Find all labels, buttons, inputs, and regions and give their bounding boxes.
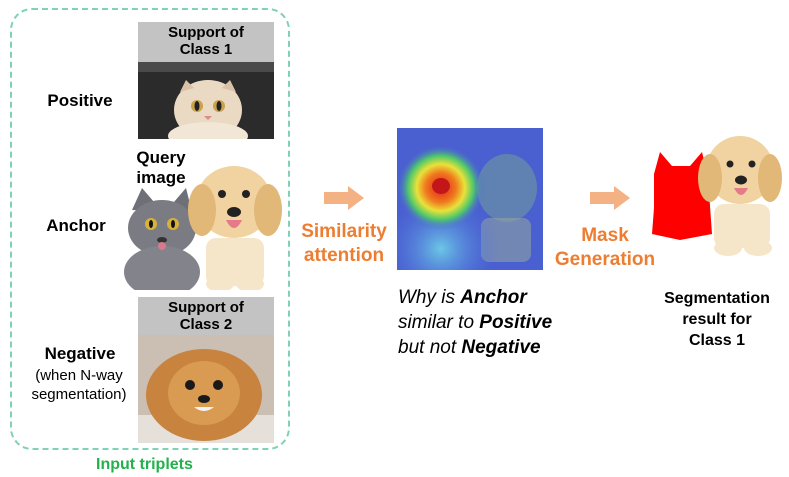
right-arrow-icon <box>590 186 630 210</box>
pomeranian-photo-icon <box>138 335 274 443</box>
positive-label: Positive <box>47 91 113 110</box>
query-image-label: Query image <box>136 148 186 187</box>
negative-label: Negative <box>44 344 116 363</box>
input-triplets-caption: Input triplets <box>96 456 193 473</box>
anchor-label: Anchor <box>46 216 106 235</box>
attention-heatmap-icon <box>397 128 543 270</box>
right-arrow-icon <box>324 186 364 210</box>
input-triplets-box <box>10 8 290 450</box>
support-class-2-image: Support of Class 2 <box>138 297 274 443</box>
segmentation-result-icon <box>652 136 782 256</box>
support-class-2-header: Support of Class 2 <box>138 297 274 335</box>
support-class-1-header: Support of Class 1 <box>138 22 274 62</box>
anchor-query-image-icon <box>124 166 282 290</box>
support-class-1-image: Support of Class 1 <box>138 22 274 150</box>
explanation-text: Why is Anchor similar to Positive but no… <box>398 287 553 358</box>
similarity-attention-label: Similarity attention <box>301 221 387 266</box>
negative-note: (when N-way segmentation) <box>31 367 127 403</box>
mask-generation-label: Mask Generation <box>554 225 656 270</box>
cat-photo-icon <box>138 62 274 150</box>
segmentation-result-label: Segmentation result for Class 1 <box>664 290 770 349</box>
